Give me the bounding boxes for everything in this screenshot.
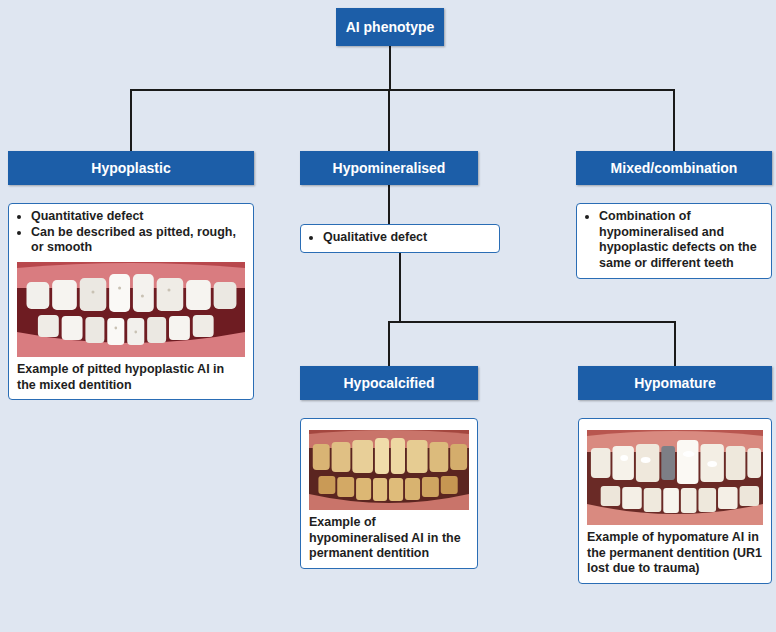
tree-connector [390,46,674,151]
heading-text: Hypomineralised [333,160,446,176]
bullet-text: Combination of hypomineralised and hypop… [599,209,763,272]
caption-text: Example of hypomature AI in the permanen… [587,530,763,577]
heading-text: Hypoplastic [91,160,170,176]
teeth-photo [309,430,469,510]
tree-connector [389,253,400,366]
caption-text: Example of pitted hypoplastic AI in the … [17,362,245,393]
text-box: Qualitative defect [300,224,500,253]
heading-text: Hypocalcified [343,375,434,391]
bullet-text: Quantitative defect [31,209,245,225]
text-box: Example of hypomature AI in the permanen… [578,418,772,584]
text-box: Quantitative defectCan be described as p… [8,203,254,400]
heading-text: Hypomature [634,375,716,391]
heading-box: Mixed/combination [576,151,772,185]
heading-text: Mixed/combination [611,160,738,176]
bullet-list: Qualitative defect [309,230,491,246]
bullet-text: Can be described as pitted, rough, or sm… [31,225,245,256]
heading-text: AI phenotype [346,19,435,35]
bullet-text: Qualitative defect [323,230,491,246]
heading-box: Hypomineralised [300,151,478,185]
caption-text: Example of hypomineralised AI in the per… [309,515,469,562]
photo-frame [309,430,469,510]
bullet-list: Combination of hypomineralised and hypop… [585,209,763,272]
bullet-list: Quantitative defectCan be described as p… [17,209,245,256]
tree-connector [388,185,390,224]
text-box: Combination of hypomineralised and hypop… [576,203,772,279]
text-box: Example of hypomineralised AI in the per… [300,418,478,569]
photo-frame [587,430,763,525]
teeth-photo [587,430,763,525]
heading-box: Hypomature [578,366,772,400]
heading-box: Hypoplastic [8,151,254,185]
heading-box: Hypocalcified [300,366,478,400]
heading-box: AI phenotype [336,8,444,46]
teeth-photo [17,262,245,357]
tree-connector [131,46,390,151]
photo-frame [17,262,245,357]
